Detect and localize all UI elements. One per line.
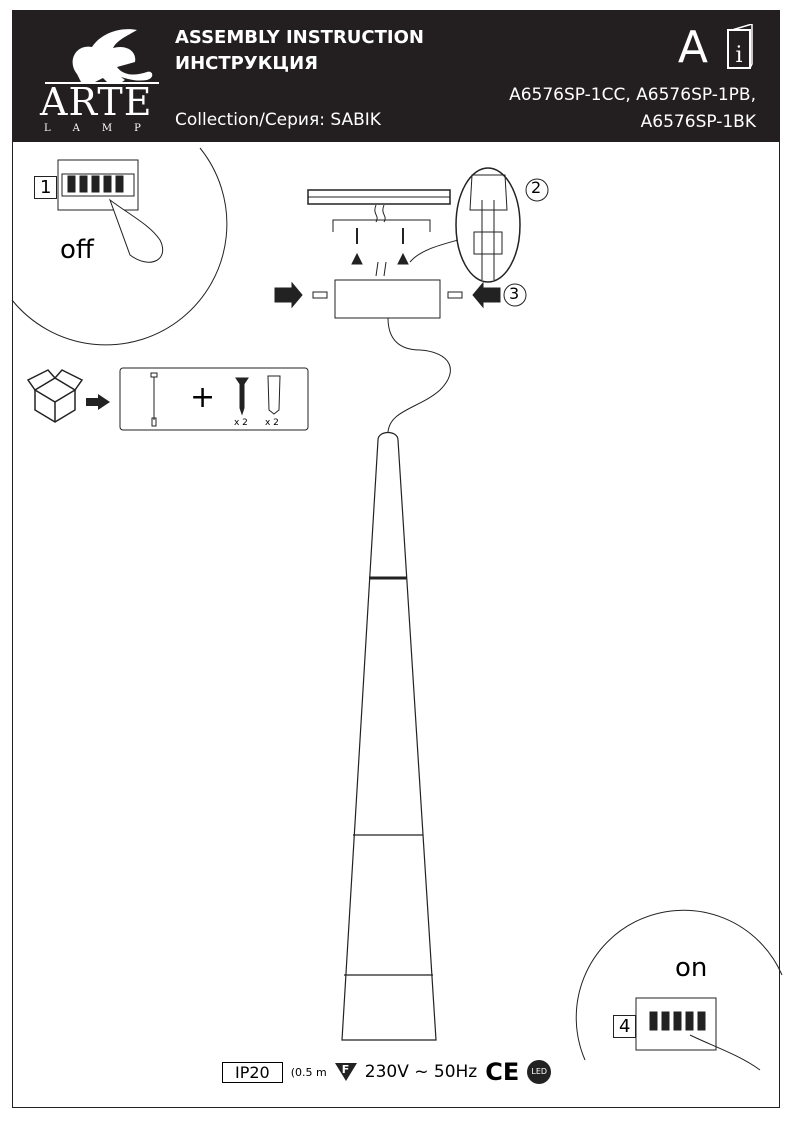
step1-number: 1 bbox=[34, 176, 58, 199]
class-letter: A bbox=[677, 22, 708, 73]
ce-mark: CE bbox=[485, 1058, 520, 1086]
header: ARTE LAMP ASSEMBLY INSTRUCTION ИНСТРУКЦИ… bbox=[12, 10, 780, 142]
f-mark: F bbox=[341, 1063, 350, 1076]
screw-icon bbox=[235, 377, 249, 416]
brand-name: ARTE bbox=[40, 80, 153, 124]
mounting-bracket bbox=[274, 189, 501, 433]
breaker-panel-on-icon bbox=[635, 997, 761, 1071]
arrow-icon bbox=[86, 394, 110, 410]
wire-connector-detail bbox=[409, 167, 521, 283]
dowel-quantity: x 2 bbox=[265, 418, 279, 428]
step1-circle bbox=[11, 147, 228, 346]
f-mark-icon: F bbox=[334, 1063, 357, 1081]
title-ru: ИНСТРУКЦИЯ bbox=[175, 53, 319, 74]
plus-sign: + bbox=[190, 380, 216, 415]
screw-quantity: x 2 bbox=[234, 418, 248, 428]
distance-value: 0.5 m bbox=[295, 1065, 327, 1079]
models-line-1: A6576SP-1CC, A6576SP-1PB, bbox=[509, 85, 756, 105]
voltage: 230V ~ 50Hz bbox=[364, 1062, 478, 1082]
box-icon bbox=[26, 369, 84, 423]
instruction-book-icon: i bbox=[727, 24, 753, 69]
model-numbers: A6576SP-1CC, A6576SP-1PB, A6576SP-1BK bbox=[509, 82, 756, 136]
brand-subtitle: LAMP bbox=[44, 123, 163, 134]
breaker-panel-off-icon bbox=[57, 159, 164, 263]
dowel-icon bbox=[267, 375, 281, 415]
collection: Collection/Серия: SABIK bbox=[175, 110, 381, 130]
title-en: ASSEMBLY INSTRUCTION bbox=[175, 27, 424, 48]
step2-marker bbox=[525, 178, 549, 202]
step4-circle bbox=[575, 909, 783, 1061]
min-distance: (0.5 m bbox=[290, 1065, 327, 1079]
pendant-lamp-shade bbox=[341, 431, 437, 1041]
step3-number: 3 bbox=[509, 284, 520, 303]
step1-label: off bbox=[60, 235, 94, 265]
ip-rating: IP20 bbox=[222, 1061, 283, 1083]
led-badge: LED bbox=[527, 1060, 552, 1084]
specs-bar: IP20 (0.5 m F 230V ~ 50Hz CE LED bbox=[222, 1058, 552, 1086]
step2-number: 2 bbox=[531, 178, 542, 197]
step3-marker bbox=[503, 283, 527, 307]
pendant-cable-icon bbox=[150, 372, 158, 427]
package-contents-box bbox=[119, 367, 309, 431]
models-line-2: A6576SP-1BK bbox=[640, 112, 756, 132]
step4-label: on bbox=[675, 953, 708, 983]
step4-number: 4 bbox=[613, 1015, 637, 1038]
svg-text:i: i bbox=[735, 43, 742, 68]
winged-lion-logo-icon bbox=[45, 29, 159, 84]
